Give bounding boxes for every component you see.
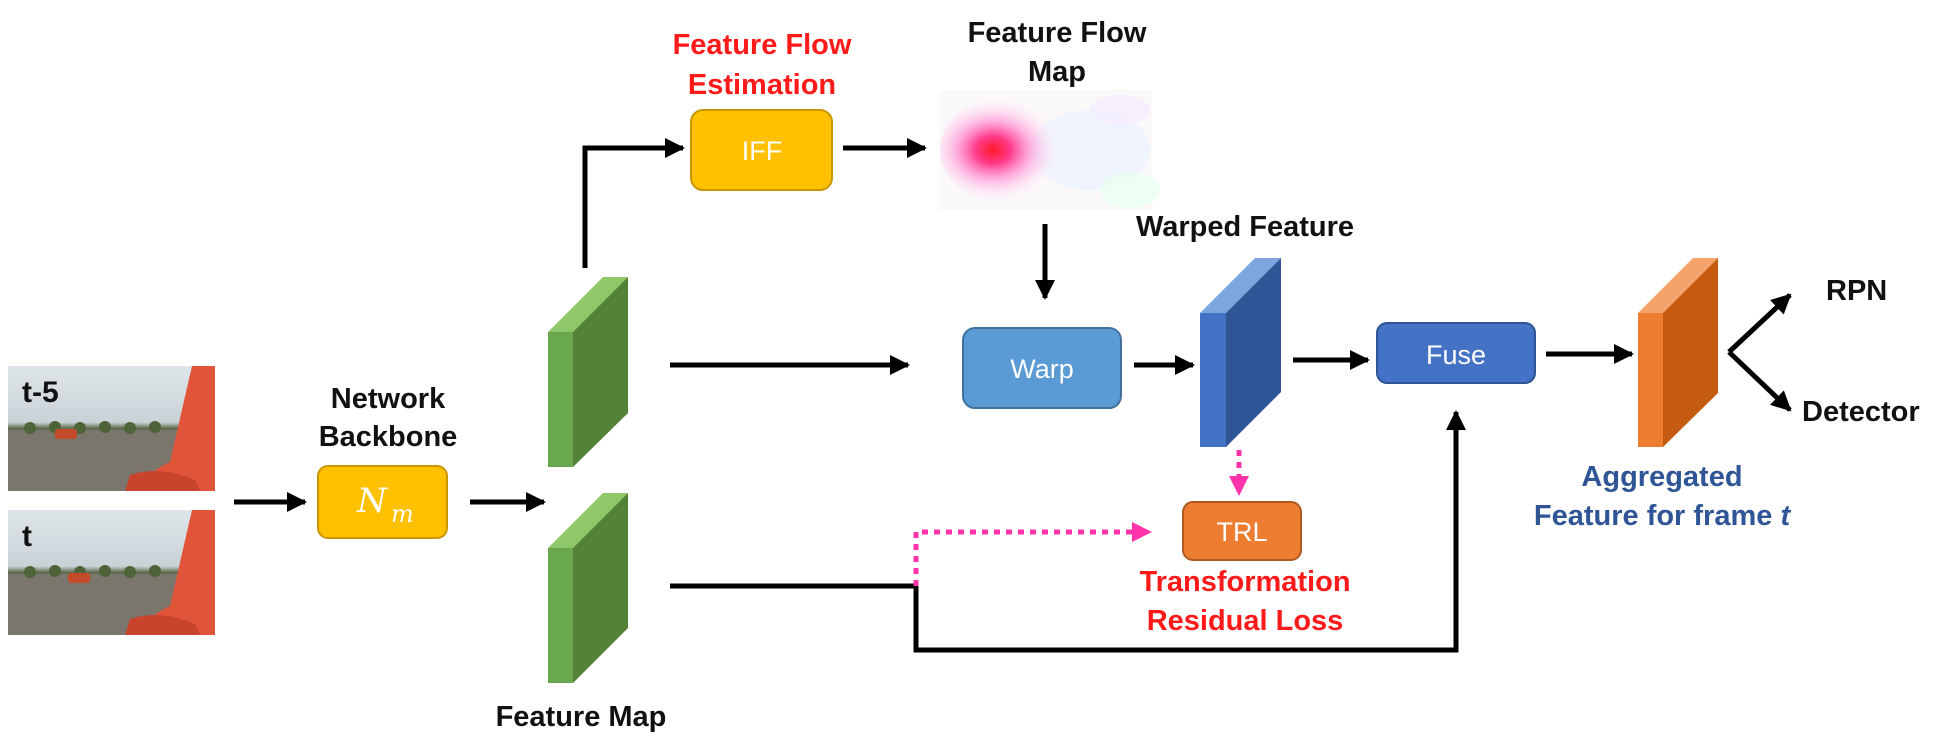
flow-map-caption-line1: Feature Flow <box>968 17 1147 49</box>
flow-map-caption-line2: Map <box>1028 56 1086 88</box>
aggregated-caption-variable: t <box>1780 500 1791 532</box>
feature-map-block-current <box>548 493 628 683</box>
trl-caption-line2: Residual Loss <box>1147 605 1344 637</box>
warp-box <box>962 327 1122 409</box>
arrow-to-detector <box>1727 350 1792 412</box>
detector-label: Detector <box>1802 396 1920 428</box>
iff-box-label: IFF <box>742 136 783 166</box>
rpn-label: RPN <box>1826 275 1887 307</box>
flow-estimation-caption-line2: Estimation <box>688 69 836 101</box>
arrow-feature-to-iff <box>582 138 685 268</box>
aggregated-caption-line2: Feature for frame t <box>1534 500 1792 532</box>
fuse-box <box>1376 322 1536 384</box>
frame-past-image <box>8 366 215 491</box>
aggregated-feature-block <box>1638 258 1718 447</box>
warped-feature-block <box>1200 258 1281 447</box>
aggregated-caption-text: Feature for frame <box>1534 500 1781 532</box>
arrow-current-to-fuse <box>913 410 1466 653</box>
warp-box-label: Warp <box>1010 354 1074 384</box>
backbone-box-label: N <box>356 481 388 521</box>
feature-map-block-past <box>548 277 628 467</box>
arrow-to-rpn <box>1727 293 1792 354</box>
backbone-box <box>317 465 448 539</box>
backbone-caption-line1: Network <box>331 383 446 415</box>
flow-estimation-caption-line1: Feature Flow <box>673 29 852 61</box>
trl-caption-line1: Transformation <box>1139 566 1350 598</box>
trl-box-label: TRL <box>1216 517 1267 547</box>
frame-past-label: t-5 <box>22 376 59 409</box>
frame-current-label: t <box>22 520 32 553</box>
dashed-arrow-current-to-trl <box>913 522 1152 586</box>
warped-feature-caption: Warped Feature <box>1136 211 1354 243</box>
flow-map-image <box>940 90 1160 210</box>
trl-box <box>1182 501 1302 561</box>
iff-box <box>690 109 833 191</box>
fuse-box-label: Fuse <box>1426 340 1486 370</box>
backbone-caption-line2: Backbone <box>319 421 458 453</box>
aggregated-caption-line1: Aggregated <box>1581 461 1742 493</box>
backbone-box-subscript: m <box>391 500 414 528</box>
frame-current-image <box>8 510 215 635</box>
feature-map-caption: Feature Map <box>496 701 667 733</box>
